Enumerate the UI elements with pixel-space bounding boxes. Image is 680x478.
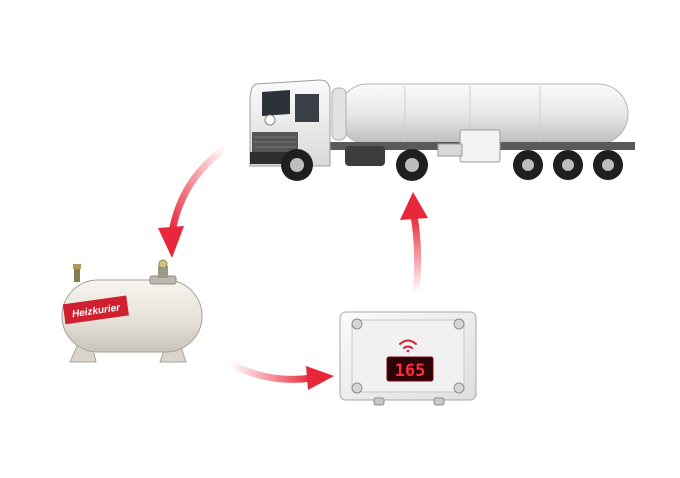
- fuel-tank: [345, 146, 385, 166]
- arrow-tank-to-sensor: [226, 360, 334, 390]
- wifi-signal-icon: [399, 339, 417, 353]
- tanker-truck: [249, 79, 635, 181]
- sensor-display: [386, 356, 434, 382]
- cable-glands: [373, 397, 445, 406]
- truck-wheels: [281, 149, 623, 181]
- tank-body: [61, 279, 203, 353]
- equipment-box: [459, 129, 501, 163]
- level-sensor-device: 165: [339, 311, 477, 406]
- arrow-truck-to-tank: [158, 144, 230, 258]
- side-window: [295, 94, 319, 122]
- arrow-sensor-to-truck: [400, 192, 428, 296]
- trailer-tank: [331, 83, 629, 145]
- tank-fittings: [73, 259, 177, 285]
- housing-screws: [351, 318, 465, 394]
- sensor-display-value: 165: [395, 361, 426, 381]
- windshield: [262, 90, 290, 116]
- tank-brand-label: Heizkurier: [62, 295, 129, 325]
- heating-oil-tank: Heizkurier: [61, 259, 203, 363]
